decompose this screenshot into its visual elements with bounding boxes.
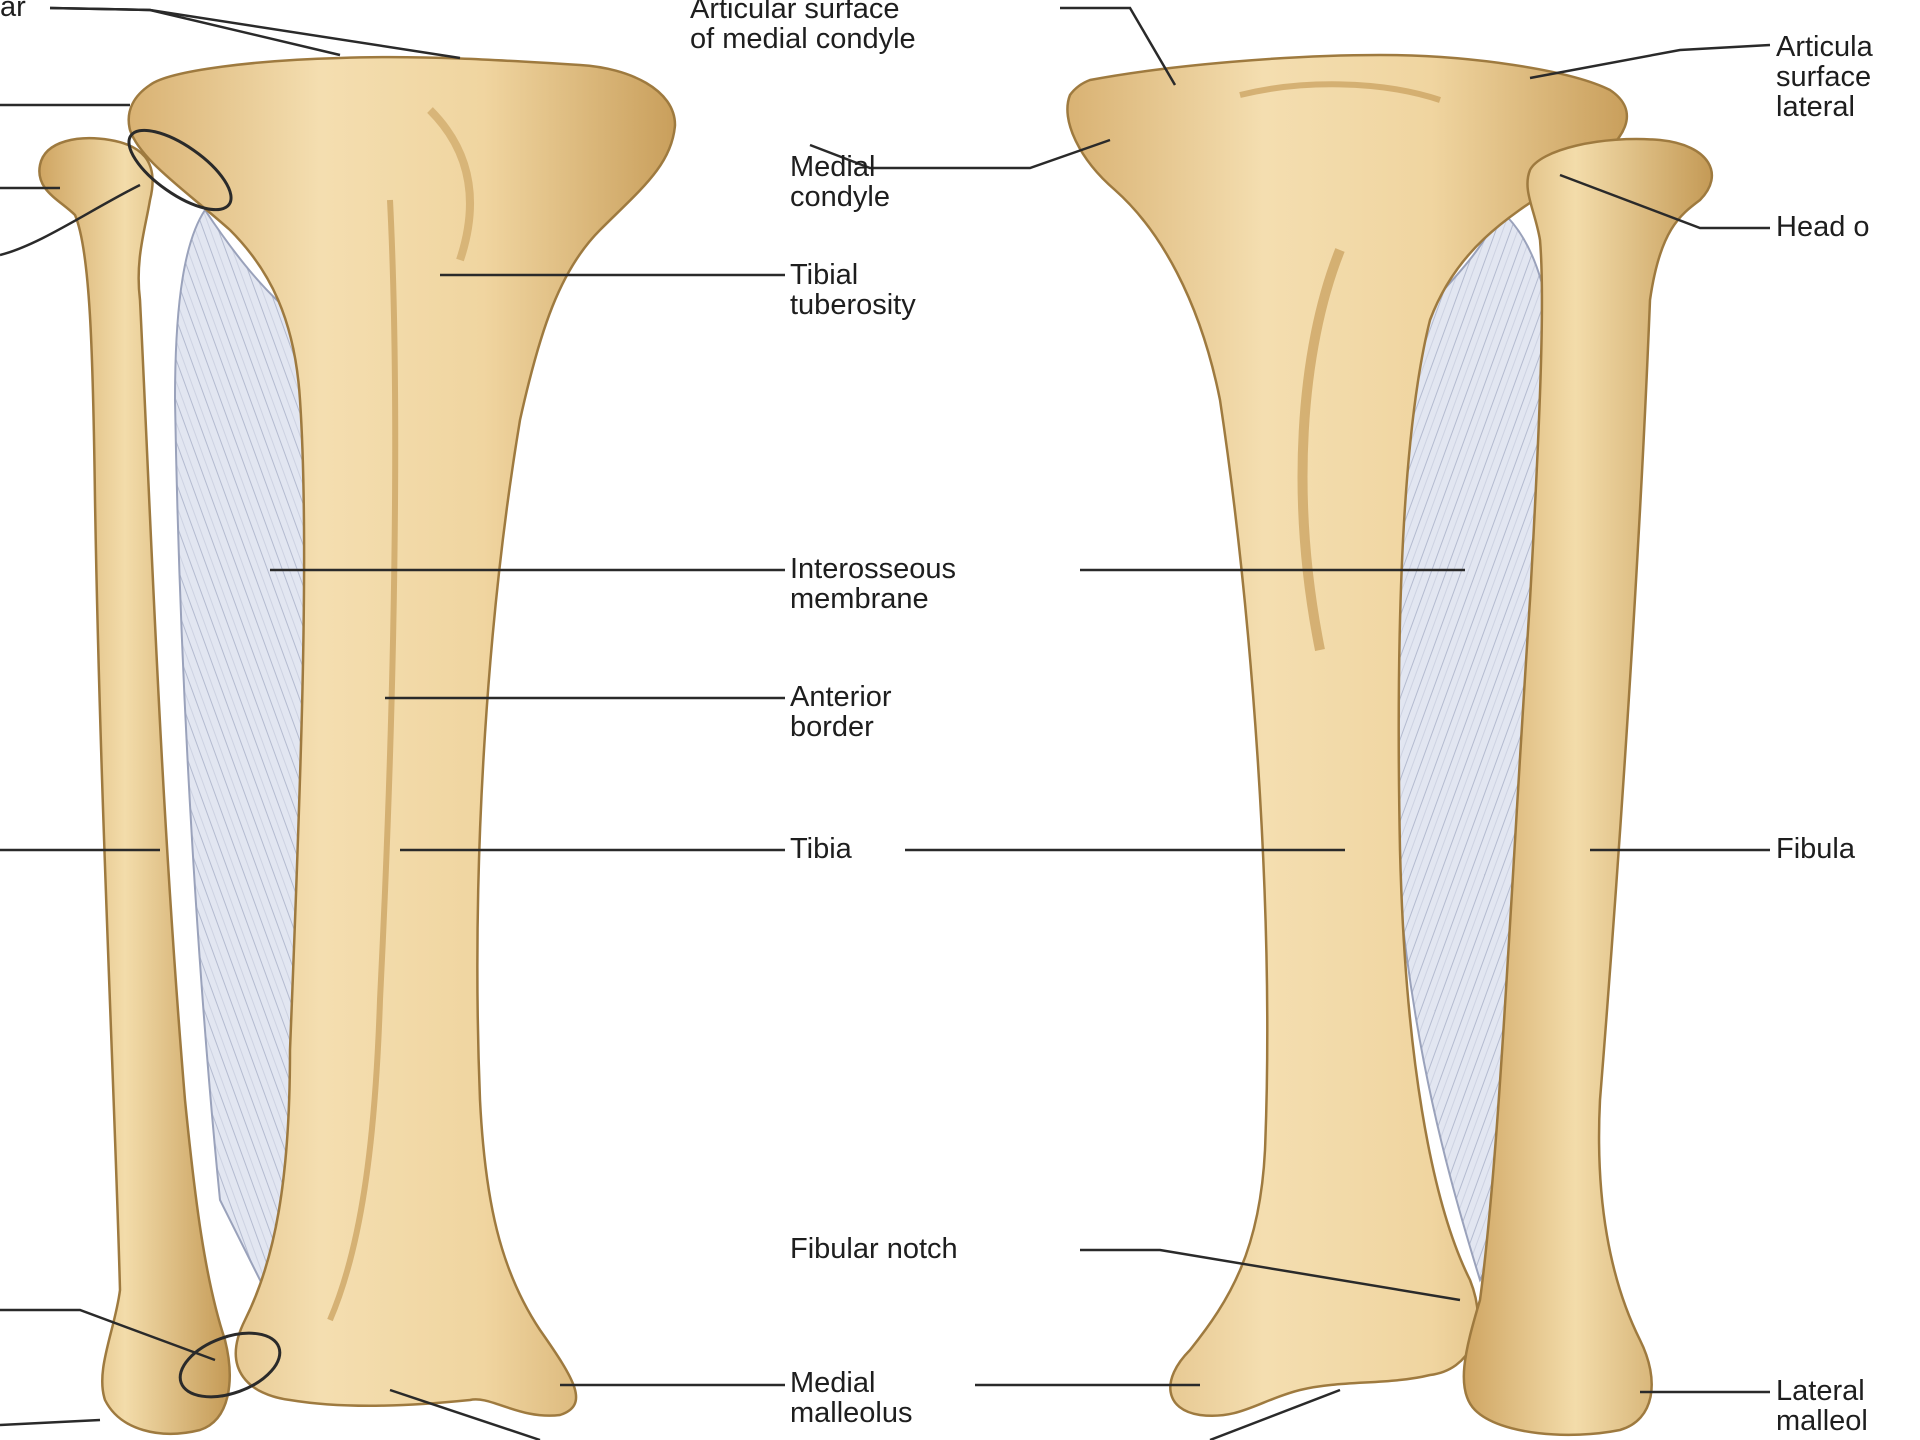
posterior-view <box>1067 55 1711 1435</box>
label-head-of-fibula: Head o <box>1776 212 1870 242</box>
label-fibula: Fibula <box>1776 834 1855 864</box>
label-articular-surface-lateral: Articula surface lateral <box>1776 32 1873 122</box>
label-fibular-notch: Fibular notch <box>790 1234 958 1264</box>
label-medial-malleolus: Medial malleolus <box>790 1368 913 1428</box>
label-left-cut-top: ar <box>0 0 26 22</box>
leader-left-lower-2 <box>0 1420 100 1425</box>
label-interosseous-membrane: Interosseous membrane <box>790 554 956 614</box>
label-medial-condyle: Medial condyle <box>790 152 890 212</box>
anterior-view <box>39 57 675 1434</box>
label-tibia: Tibia <box>790 834 852 864</box>
label-tibial-tuberosity: Tibial tuberosity <box>790 260 916 320</box>
label-anterior-border: Anterior border <box>790 682 892 742</box>
label-lateral-malleolus: Lateral malleol <box>1776 1376 1868 1436</box>
leader-articular-lateral <box>1530 45 1770 78</box>
label-articular-surface-medial: Articular surface of medial condyle <box>690 0 916 54</box>
leader-left-top-b <box>50 8 460 58</box>
